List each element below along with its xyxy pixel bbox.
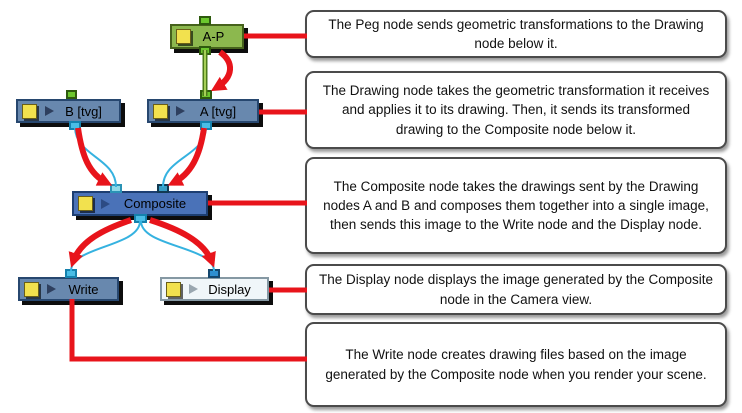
node-label: A [tvg] [199, 103, 237, 119]
layer-properties-icon[interactable] [78, 196, 93, 211]
thumbnail-arrow-icon[interactable] [176, 106, 185, 116]
callout-text: The Composite node takes the drawings se… [323, 178, 709, 233]
peg-out-port[interactable] [199, 46, 211, 55]
peg-in-port[interactable] [199, 16, 211, 25]
composite-out-port[interactable] [134, 214, 147, 223]
drawing-b-in-port[interactable] [66, 90, 77, 99]
callout-text: The Write node creates drawing files bas… [325, 347, 707, 382]
display-in-port[interactable] [208, 269, 220, 278]
thumbnail-arrow-icon[interactable] [189, 284, 198, 294]
node-write[interactable]: Write [18, 277, 119, 301]
composite-in-port-left[interactable] [110, 184, 122, 193]
thumbnail-arrow-icon[interactable] [47, 284, 56, 294]
node-composite[interactable]: Composite [72, 191, 208, 216]
node-display[interactable]: Display [160, 277, 269, 301]
node-drawing-b[interactable]: B [tvg] [16, 99, 121, 123]
node-label: B [tvg] [65, 103, 102, 119]
composite-in-port-right[interactable] [157, 184, 169, 193]
callout-write: The Write node creates drawing files bas… [305, 322, 727, 407]
callout-text: The Display node displays the image gene… [319, 272, 713, 307]
layer-properties-icon[interactable] [176, 29, 191, 44]
thumbnail-arrow-icon[interactable] [101, 198, 110, 209]
write-in-port[interactable] [65, 269, 77, 278]
drawing-a-out-port[interactable] [200, 121, 212, 130]
callout-peg: The Peg node sends geometric transformat… [305, 10, 727, 58]
node-label: Display [208, 281, 251, 297]
layer-properties-icon[interactable] [24, 281, 39, 297]
node-drawing-a[interactable]: A [tvg] [147, 99, 259, 123]
callout-drawing: The Drawing node takes the geometric tra… [305, 71, 727, 149]
callout-text: The Peg node sends geometric transformat… [328, 16, 704, 51]
node-label: Write [68, 281, 99, 297]
layer-properties-icon[interactable] [22, 103, 37, 119]
annotation-arrows [68, 49, 233, 268]
layer-properties-icon[interactable] [166, 281, 181, 297]
drawing-b-out-port[interactable] [69, 121, 81, 130]
node-peg[interactable]: A-P [170, 24, 244, 49]
callout-text: The Drawing node takes the geometric tra… [322, 83, 710, 137]
callout-display: The Display node displays the image gene… [305, 264, 727, 315]
layer-properties-icon[interactable] [153, 103, 168, 119]
drawing-a-in-port[interactable] [200, 90, 212, 99]
thumbnail-arrow-icon[interactable] [45, 106, 54, 116]
node-label: Composite [123, 196, 187, 211]
node-label: A-P [202, 29, 225, 44]
callout-composite: The Composite node takes the drawings se… [305, 157, 727, 254]
